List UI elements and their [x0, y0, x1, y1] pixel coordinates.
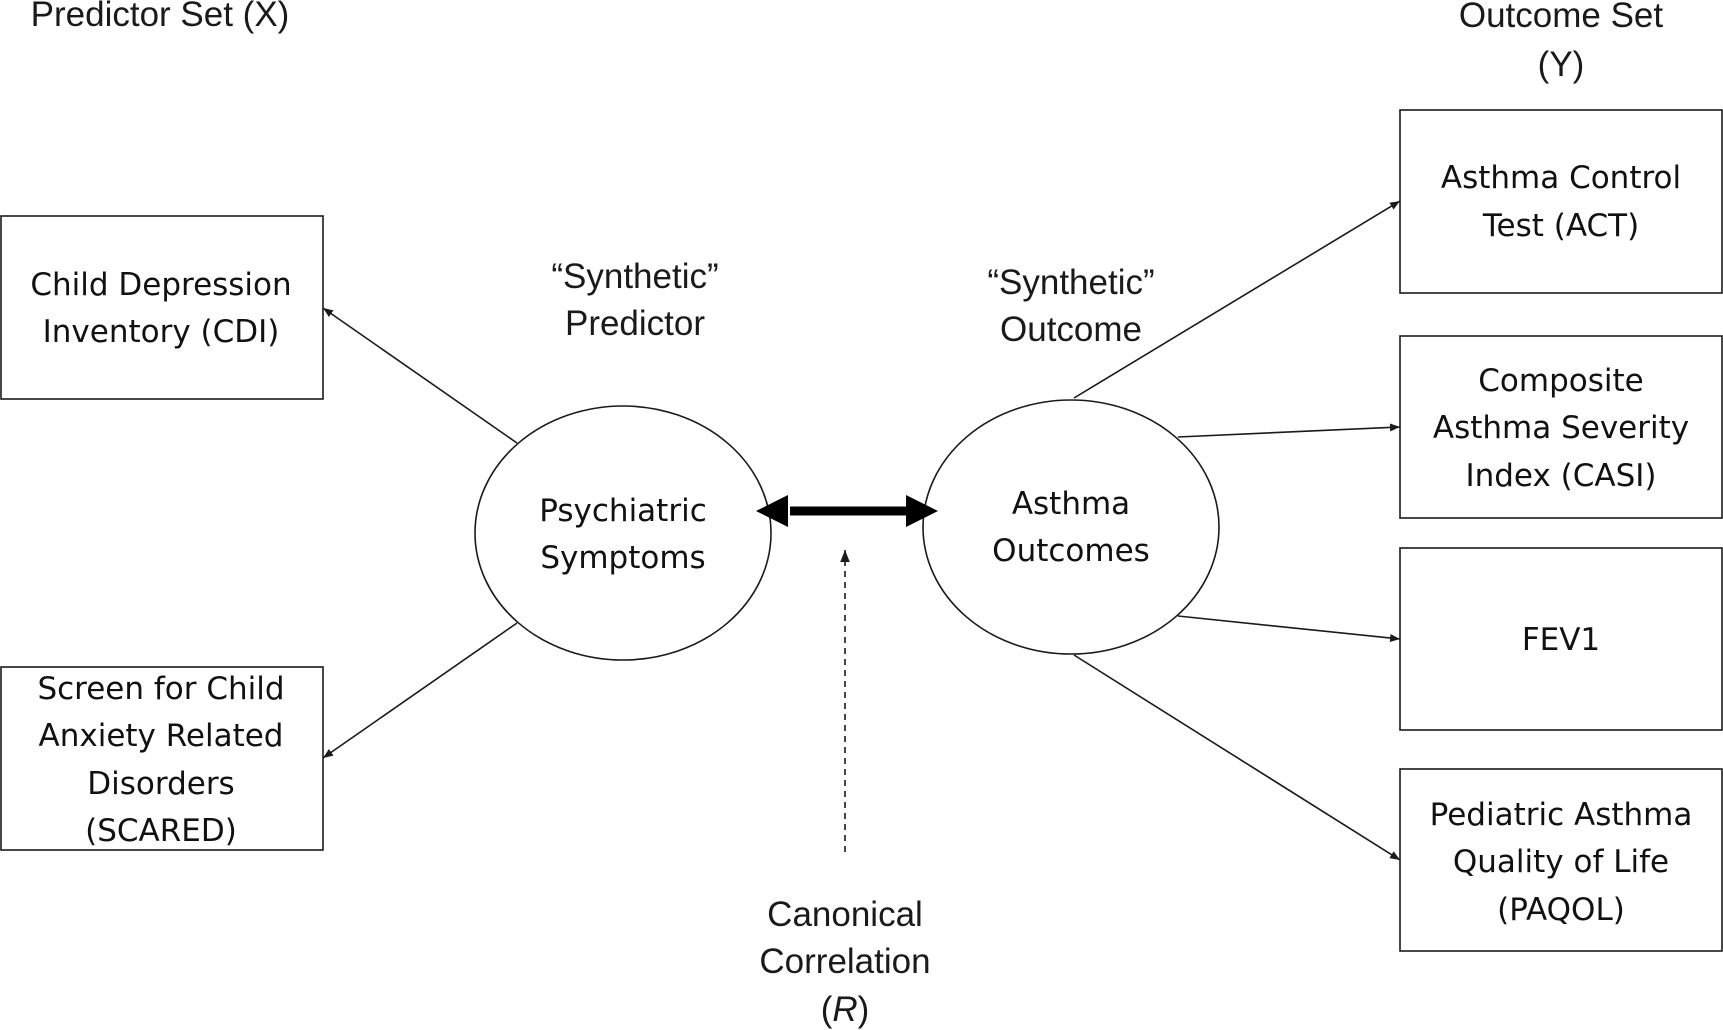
outcome-box-casi: Composite Asthma Severity Index (CASI) [1399, 335, 1723, 519]
outcome-box-casi-line2: Asthma Severity [1433, 410, 1689, 446]
synthetic-outcome-line2: Outcome [1000, 310, 1142, 349]
outcome-box-casi-line1: Composite [1478, 363, 1643, 399]
outcome-box-paqol-line1: Pediatric Asthma [1430, 797, 1693, 833]
outcome-box-paqol-line2: Quality of Life [1453, 844, 1669, 880]
outcome-ellipse-line1: Asthma [1012, 486, 1130, 522]
synthetic-predictor-line1: “Synthetic” [551, 257, 718, 296]
outcome-set-header-line2: (Y) [1538, 45, 1585, 84]
canonical-r-symbol: R [832, 990, 857, 1029]
predictor-ellipse: Psychiatric Symptoms [474, 405, 772, 661]
synthetic-predictor-line2: Predictor [565, 304, 705, 343]
outcome-box-act-line2: Test (ACT) [1482, 208, 1639, 244]
outcome-box-paqol: Pediatric Asthma Quality of Life (PAQOL) [1399, 768, 1723, 952]
canonical-bidirectional-arrow [756, 495, 938, 527]
arrow-to-paqol [1073, 654, 1401, 861]
arrow-to-act [1073, 200, 1401, 399]
outcome-box-fev1: FEV1 [1399, 547, 1723, 731]
predictor-box-scared-line4: (SCARED) [85, 813, 237, 849]
arrow-to-scared [322, 622, 518, 759]
outcome-set-header-line1: Outcome Set [1459, 0, 1664, 35]
outcome-box-act-line1: Asthma Control [1441, 160, 1681, 196]
predictor-box-scared-line1: Screen for Child [37, 671, 284, 707]
predictor-box-cdi-line1: Child Depression [30, 267, 291, 303]
outcome-box-fev1-line1: FEV1 [1522, 622, 1600, 658]
outcome-box-paqol-line3: (PAQOL) [1497, 892, 1625, 928]
predictor-ellipse-line2: Symptoms [540, 540, 705, 576]
predictor-ellipse-line1: Psychiatric [539, 493, 707, 529]
predictor-set-header: Predictor Set (X) [31, 0, 290, 34]
canonical-label-line2: Correlation [759, 942, 930, 981]
arrow-to-cdi [322, 307, 518, 444]
canonical-label-line3: (R) [821, 990, 870, 1029]
outcome-box-act: Asthma Control Test (ACT) [1399, 109, 1723, 294]
arrow-to-casi [1177, 423, 1401, 438]
predictor-box-scared: Screen for Child Anxiety Related Disorde… [0, 666, 324, 851]
outcome-ellipse-line2: Outcomes [992, 533, 1150, 569]
arrow-to-fev1 [1177, 615, 1401, 642]
predictor-box-cdi: Child Depression Inventory (CDI) [0, 215, 324, 400]
outcome-ellipse: Asthma Outcomes [922, 399, 1220, 655]
predictor-box-cdi-line2: Inventory (CDI) [43, 314, 280, 350]
predictor-box-scared-line3: Disorders [87, 766, 234, 802]
predictor-box-scared-line2: Anxiety Related [39, 718, 284, 754]
outcome-box-casi-line3: Index (CASI) [1465, 458, 1656, 494]
canonical-label-line1: Canonical [767, 895, 923, 934]
synthetic-outcome-line1: “Synthetic” [987, 263, 1154, 302]
